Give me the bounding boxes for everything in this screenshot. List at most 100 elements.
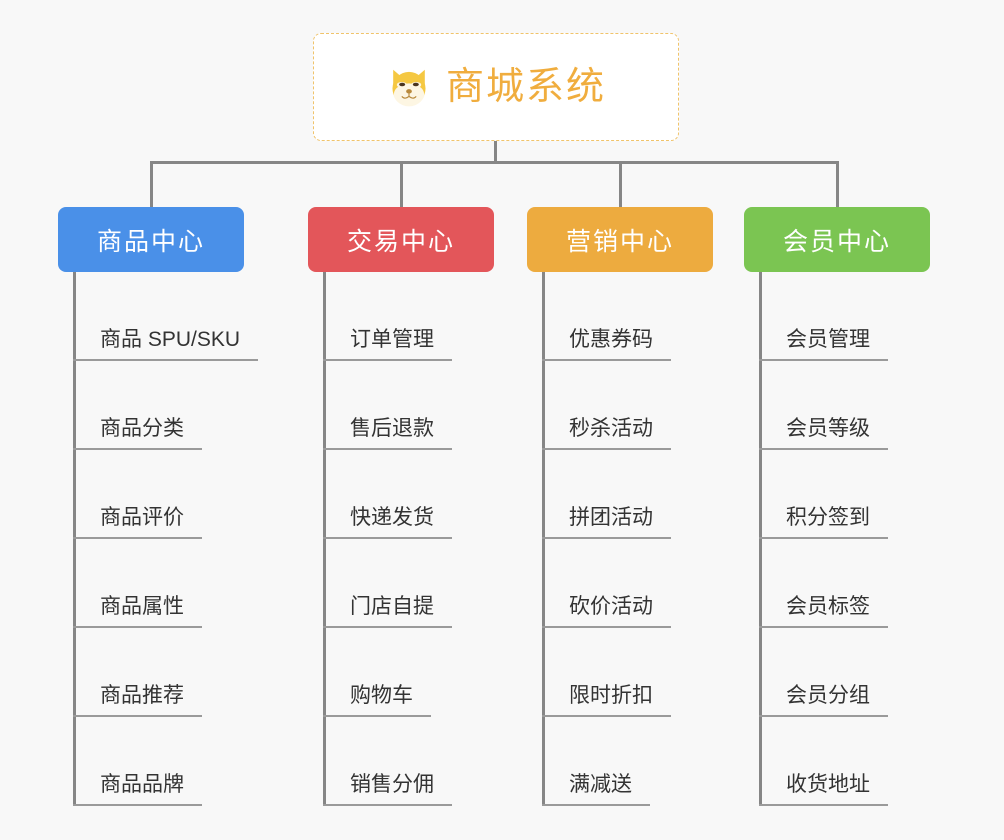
leaf-underline xyxy=(759,626,888,628)
branch-header-4[interactable]: 会员中心 xyxy=(744,207,930,272)
branch-trunk-3 xyxy=(542,272,545,806)
leaf-label: 销售分佣 xyxy=(350,773,434,796)
branch-header-1[interactable]: 商品中心 xyxy=(58,207,244,272)
connector-drop-4 xyxy=(836,161,839,207)
leaf-label: 限时折扣 xyxy=(569,684,653,707)
leaf-item[interactable]: 商品评价 xyxy=(58,450,244,539)
leaf-label: 会员等级 xyxy=(786,417,870,440)
leaf-list-4: 会员管理 会员等级 积分签到 会员标签 会员分组 收货地址 xyxy=(744,272,930,806)
branch-header-3-label: 营销中心 xyxy=(565,227,674,256)
leaf-item[interactable]: 秒杀活动 xyxy=(527,361,713,450)
branch-column-1: 商品中心 商品 SPU/SKU 商品分类 商品评价 商品属性 商品推荐 xyxy=(58,207,258,806)
leaf-item[interactable]: 商品 SPU/SKU xyxy=(58,272,258,361)
root-title: 商城系统 xyxy=(445,66,606,108)
branch-header-4-label: 会员中心 xyxy=(782,227,891,256)
branch-column-3: 营销中心 优惠券码 秒杀活动 拼团活动 砍价活动 限时折扣 xyxy=(527,207,713,806)
leaf-underline xyxy=(73,359,258,361)
leaf-underline xyxy=(323,715,431,717)
connector-drop-2 xyxy=(400,161,403,207)
leaf-underline xyxy=(73,448,202,450)
leaf-item[interactable]: 限时折扣 xyxy=(527,628,713,717)
leaf-item[interactable]: 商品推荐 xyxy=(58,628,244,717)
leaf-label: 购物车 xyxy=(350,684,413,707)
leaf-label: 满减送 xyxy=(569,773,632,796)
leaf-label: 商品属性 xyxy=(100,595,184,618)
connector-drop-3 xyxy=(619,161,622,207)
leaf-label: 会员管理 xyxy=(786,328,870,351)
leaf-item[interactable]: 积分签到 xyxy=(744,450,930,539)
branch-header-2[interactable]: 交易中心 xyxy=(308,207,494,272)
branch-header-1-label: 商品中心 xyxy=(96,227,205,256)
leaf-label: 会员标签 xyxy=(786,595,870,618)
leaf-underline xyxy=(542,804,650,806)
leaf-item[interactable]: 收货地址 xyxy=(744,717,930,806)
leaf-underline xyxy=(542,626,671,628)
leaf-underline xyxy=(759,359,888,361)
leaf-item[interactable]: 砍价活动 xyxy=(527,539,713,628)
leaf-label: 售后退款 xyxy=(350,417,434,440)
leaf-label: 商品评价 xyxy=(100,506,184,529)
leaf-label: 会员分组 xyxy=(786,684,870,707)
leaf-underline xyxy=(542,359,671,361)
shiba-dog-face-icon xyxy=(392,69,426,107)
leaf-underline xyxy=(323,804,452,806)
leaf-item[interactable]: 优惠券码 xyxy=(527,272,713,361)
leaf-label: 积分签到 xyxy=(786,506,870,529)
leaf-list-3: 优惠券码 秒杀活动 拼团活动 砍价活动 限时折扣 满减送 xyxy=(527,272,713,806)
branch-column-4: 会员中心 会员管理 会员等级 积分签到 会员标签 会员分组 xyxy=(744,207,930,806)
leaf-underline xyxy=(759,715,888,717)
leaf-label: 收货地址 xyxy=(786,773,870,796)
leaf-item[interactable]: 满减送 xyxy=(527,717,713,806)
leaf-list-1: 商品 SPU/SKU 商品分类 商品评价 商品属性 商品推荐 商品品牌 xyxy=(58,272,258,806)
leaf-item[interactable]: 会员管理 xyxy=(744,272,930,361)
branch-column-2: 交易中心 订单管理 售后退款 快递发货 门店自提 购物车 xyxy=(308,207,494,806)
connector-horizontal-bus xyxy=(150,161,839,164)
leaf-item[interactable]: 会员标签 xyxy=(744,539,930,628)
leaf-underline xyxy=(73,537,202,539)
leaf-underline xyxy=(73,715,202,717)
branch-trunk-4 xyxy=(759,272,762,806)
leaf-item[interactable]: 购物车 xyxy=(308,628,494,717)
leaf-label: 快递发货 xyxy=(350,506,434,529)
leaf-item[interactable]: 商品属性 xyxy=(58,539,244,628)
leaf-item[interactable]: 销售分佣 xyxy=(308,717,494,806)
leaf-underline xyxy=(323,537,452,539)
leaf-label: 订单管理 xyxy=(350,328,434,351)
leaf-underline xyxy=(323,359,452,361)
leaf-item[interactable]: 门店自提 xyxy=(308,539,494,628)
leaf-underline xyxy=(542,448,671,450)
branch-header-3[interactable]: 营销中心 xyxy=(527,207,713,272)
leaf-label: 秒杀活动 xyxy=(569,417,653,440)
leaf-label: 优惠券码 xyxy=(569,328,653,351)
leaf-underline xyxy=(323,626,452,628)
leaf-label: 砍价活动 xyxy=(569,595,653,618)
leaf-underline xyxy=(73,626,202,628)
leaf-underline xyxy=(542,537,671,539)
leaf-underline xyxy=(542,715,671,717)
leaf-underline xyxy=(323,448,452,450)
leaf-underline xyxy=(759,448,888,450)
leaf-item[interactable]: 会员等级 xyxy=(744,361,930,450)
leaf-list-2: 订单管理 售后退款 快递发货 门店自提 购物车 销售分佣 xyxy=(308,272,494,806)
root-node[interactable]: 商城系统 xyxy=(313,33,679,141)
leaf-item[interactable]: 会员分组 xyxy=(744,628,930,717)
leaf-label: 商品 SPU/SKU xyxy=(100,328,241,351)
connector-drop-1 xyxy=(150,161,153,207)
leaf-underline xyxy=(759,537,888,539)
leaf-item[interactable]: 商品分类 xyxy=(58,361,244,450)
leaf-item[interactable]: 拼团活动 xyxy=(527,450,713,539)
leaf-label: 商品推荐 xyxy=(100,684,184,707)
leaf-item[interactable]: 快递发货 xyxy=(308,450,494,539)
connector-root-stem xyxy=(494,141,497,163)
leaf-item[interactable]: 售后退款 xyxy=(308,361,494,450)
branch-trunk-2 xyxy=(323,272,326,806)
branch-header-2-label: 交易中心 xyxy=(346,227,455,256)
leaf-item[interactable]: 商品品牌 xyxy=(58,717,244,806)
leaf-item[interactable]: 订单管理 xyxy=(308,272,494,361)
branch-trunk-1 xyxy=(73,272,76,806)
leaf-label: 商品品牌 xyxy=(100,773,184,796)
leaf-underline xyxy=(73,804,202,806)
leaf-underline xyxy=(759,804,888,806)
leaf-label: 门店自提 xyxy=(350,595,434,618)
